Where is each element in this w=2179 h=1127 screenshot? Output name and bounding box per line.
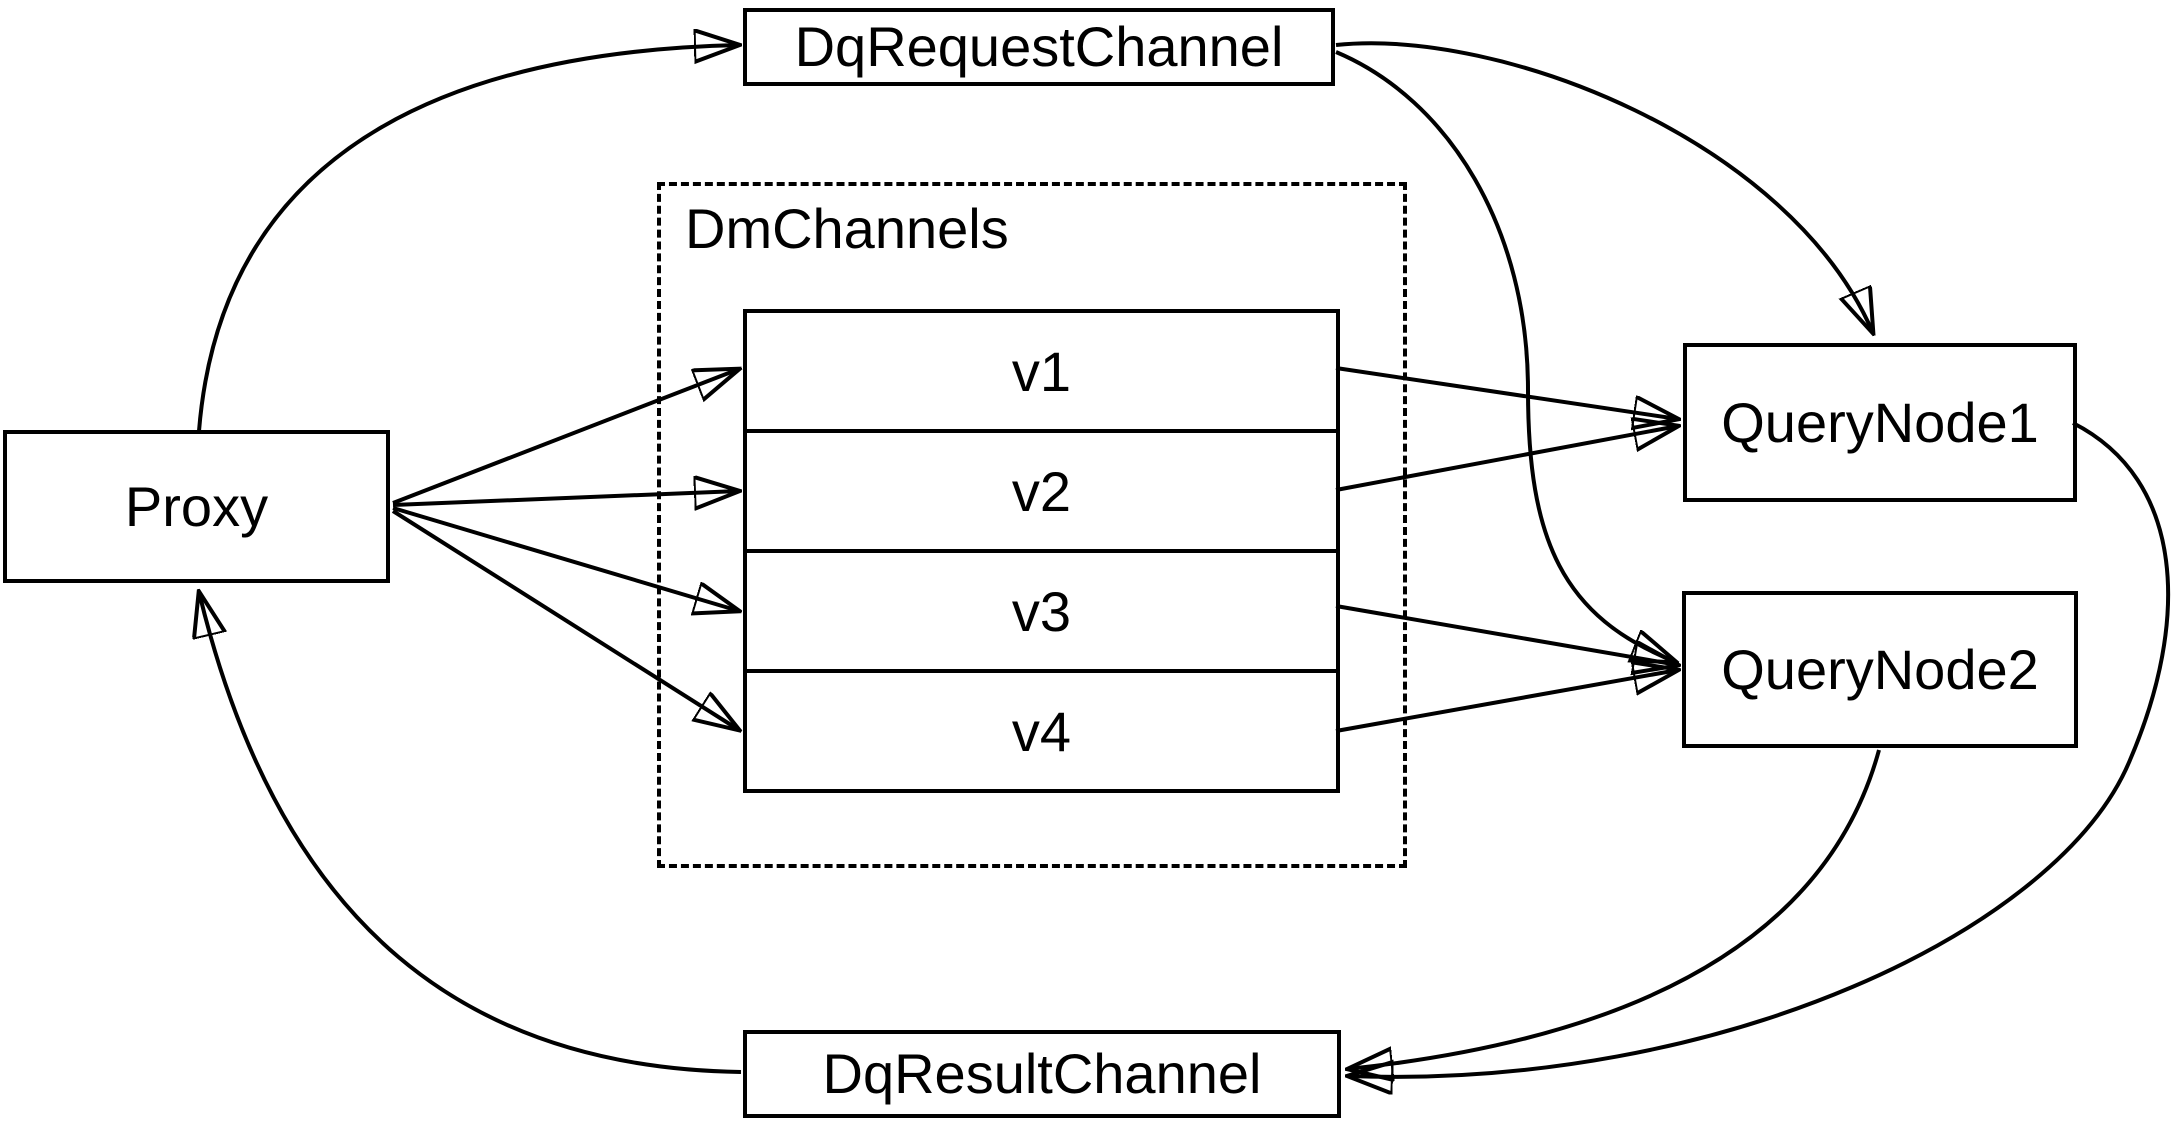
channel-label: v2 [1011, 459, 1072, 523]
edge-query-node-2-to-dq-result-channel [1348, 749, 1881, 1069]
channel-label: v1 [1011, 339, 1072, 403]
node-label: DqRequestChannel [794, 15, 1284, 79]
channel-row-v1: v1 [747, 313, 1336, 429]
channel-row-v3: v3 [747, 549, 1336, 669]
node-dq-request-channel: DqRequestChannel [743, 8, 1335, 86]
channel-row-v4: v4 [747, 669, 1336, 789]
channel-label: v3 [1011, 579, 1072, 643]
channel-label: v4 [1011, 699, 1072, 763]
node-dq-result-channel: DqResultChannel [743, 1030, 1341, 1118]
node-query-node-2: QueryNode2 [1682, 591, 2078, 748]
channel-row-v2: v2 [747, 429, 1336, 549]
edge-dq-request-channel-to-query-node-1 [1335, 41, 1873, 333]
node-label: DqResultChannel [822, 1042, 1262, 1106]
edge-query-node-1-to-dq-result-channel [1348, 421, 2171, 1077]
dm-channels-label: DmChannels [685, 197, 1009, 260]
node-query-node-1: QueryNode1 [1683, 343, 2077, 502]
node-label: QueryNode1 [1721, 390, 2039, 454]
dm-channels-stack: v1 v2 v3 v4 [743, 309, 1340, 793]
node-proxy: Proxy [3, 430, 390, 583]
node-label: QueryNode2 [1721, 637, 2039, 701]
node-label: Proxy [124, 474, 269, 538]
